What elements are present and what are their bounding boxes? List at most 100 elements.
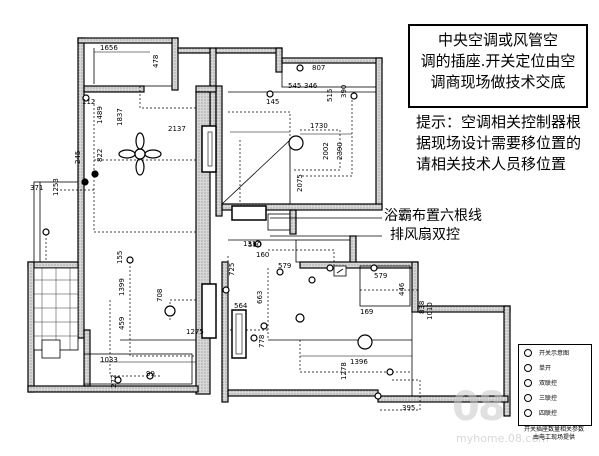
ac-hint: 提示：空调相关控制器根 据现场设计需要移位置的 请相关技术人员移位置: [416, 112, 596, 175]
switch-11: [146, 372, 154, 380]
cabinet-4: [231, 309, 247, 359]
switch-3: [42, 228, 50, 236]
ac-hint-line-1: 提示：空调相关控制器根: [416, 113, 582, 131]
legend-row-double: 双联控: [519, 377, 591, 390]
dim-2390: 2390: [336, 142, 344, 160]
ceiling-light-2: [164, 305, 176, 317]
ceiling-fan-icon: [118, 132, 162, 176]
legend-label: 单开: [539, 365, 552, 372]
dim-371: 371: [30, 184, 44, 192]
legend-label: 开关示意图: [539, 350, 570, 357]
dim-245: 245: [74, 150, 82, 164]
dim-1253: 1253: [52, 178, 60, 196]
dim-2137: 2137: [168, 125, 186, 133]
dim-1656: 1656: [100, 44, 118, 52]
switch-19: [374, 392, 382, 400]
switch-legend: 开关示意图 单开 双联控 三联控 四联控: [518, 344, 592, 426]
switch-7: [326, 264, 334, 272]
switch-5: [254, 240, 262, 248]
ac-note-line-1: 中央空调或风管空: [437, 31, 558, 49]
dim-1730: 1730: [310, 122, 328, 130]
switch-13: [82, 94, 90, 102]
double-switch-icon: [524, 379, 532, 387]
dim-838: 838: [418, 300, 426, 314]
dim-2002: 2002: [322, 142, 330, 160]
quad-switch-icon: [524, 409, 532, 417]
legend-label: 四联控: [539, 410, 558, 417]
dim-778: 778: [258, 334, 266, 348]
dim-822: 822: [96, 148, 104, 162]
legend-row-triple: 三联控: [519, 392, 591, 405]
ac-note-box: 中央空调或风管空 调的插座.开关定位由空 调商现场做技术交底: [408, 24, 588, 108]
switch-1: [91, 170, 99, 178]
dim-2075: 2075: [296, 174, 304, 192]
cabinet-3: [201, 283, 217, 339]
legend-caption: 开关插座数量相关参数 由电工现场提供: [514, 426, 594, 442]
switch-8: [308, 276, 316, 284]
dim-1399: 1399: [118, 278, 126, 296]
ac-note-line-2: 调的插座.开关定位由空: [420, 52, 576, 70]
ceiling-light-4: [295, 313, 305, 323]
switch-16: [260, 322, 268, 330]
cabinet-2: [231, 205, 267, 221]
legend-label: 三联控: [539, 395, 558, 402]
dim-145: 145: [266, 98, 280, 106]
dim-1278: 1278: [340, 362, 348, 380]
wiring-dashed: [45, 86, 421, 411]
switch-14: [296, 64, 304, 72]
switch-symbol-icon: [524, 349, 532, 357]
legend-label: 双联控: [539, 380, 558, 387]
cabinet-1: [201, 125, 217, 173]
switch-6: [276, 268, 284, 276]
dim-446: 446: [398, 282, 406, 296]
dim-459: 459: [118, 316, 126, 330]
exhaust-fan-callout: 排风扇双控: [390, 227, 460, 243]
dim-478: 478: [152, 54, 160, 68]
dim-807: 807: [312, 64, 326, 72]
ac-note-line-3: 调商现场做技术交底: [430, 73, 566, 91]
dim-346: 346: [304, 82, 318, 90]
bathroom-tiles: [33, 267, 79, 351]
dim-390: 390: [340, 84, 348, 98]
switch-4: [126, 256, 134, 264]
dim-395: 395: [402, 404, 416, 412]
dim-1033: 1033: [100, 356, 118, 364]
ac-hint-line-3: 请相关技术人员移位置: [416, 155, 567, 173]
dim-564: 564: [234, 302, 248, 310]
dim-545: 545: [288, 82, 302, 90]
single-switch-icon: [524, 364, 532, 372]
dim-725: 725: [228, 262, 236, 276]
watermark-url: myhome.08.com: [456, 432, 549, 445]
dim-663: 663: [256, 290, 264, 304]
light-points: [42, 64, 394, 400]
room-lines: [33, 42, 413, 396]
switch-12: [114, 376, 122, 384]
dim-131: 131: [243, 240, 257, 248]
triple-switch-icon: [524, 394, 532, 402]
dim-1489: 1489: [96, 106, 104, 124]
dim-99: 99: [146, 370, 155, 378]
dim-155: 155: [116, 250, 124, 264]
spot-light-1: [266, 90, 274, 98]
dim-1837: 1837: [116, 108, 124, 126]
dim-708: 708: [156, 288, 164, 302]
dim-579b: 579: [374, 272, 388, 280]
switch-2: [81, 178, 89, 186]
dim-1275: 1275: [186, 328, 204, 336]
ceiling-light-1: [288, 135, 304, 151]
fixture-square: [41, 339, 61, 359]
legend-caption-line-2: 由电工现场提供: [532, 434, 575, 441]
dim-590: 590: [248, 241, 262, 249]
cabinets: [201, 125, 267, 359]
switch-9: [370, 264, 378, 272]
dim-160: 160: [256, 251, 270, 259]
callout-leaders: [270, 217, 382, 237]
legend-caption-line-1: 开关插座数量相关参数: [523, 426, 584, 433]
switch-15: [350, 92, 358, 100]
ceiling-light-3: [357, 334, 373, 350]
dim-515: 515: [326, 88, 334, 102]
dim-579a: 579: [278, 262, 292, 270]
ac-hint-line-2: 据现场设计需要移位置的: [416, 134, 582, 152]
